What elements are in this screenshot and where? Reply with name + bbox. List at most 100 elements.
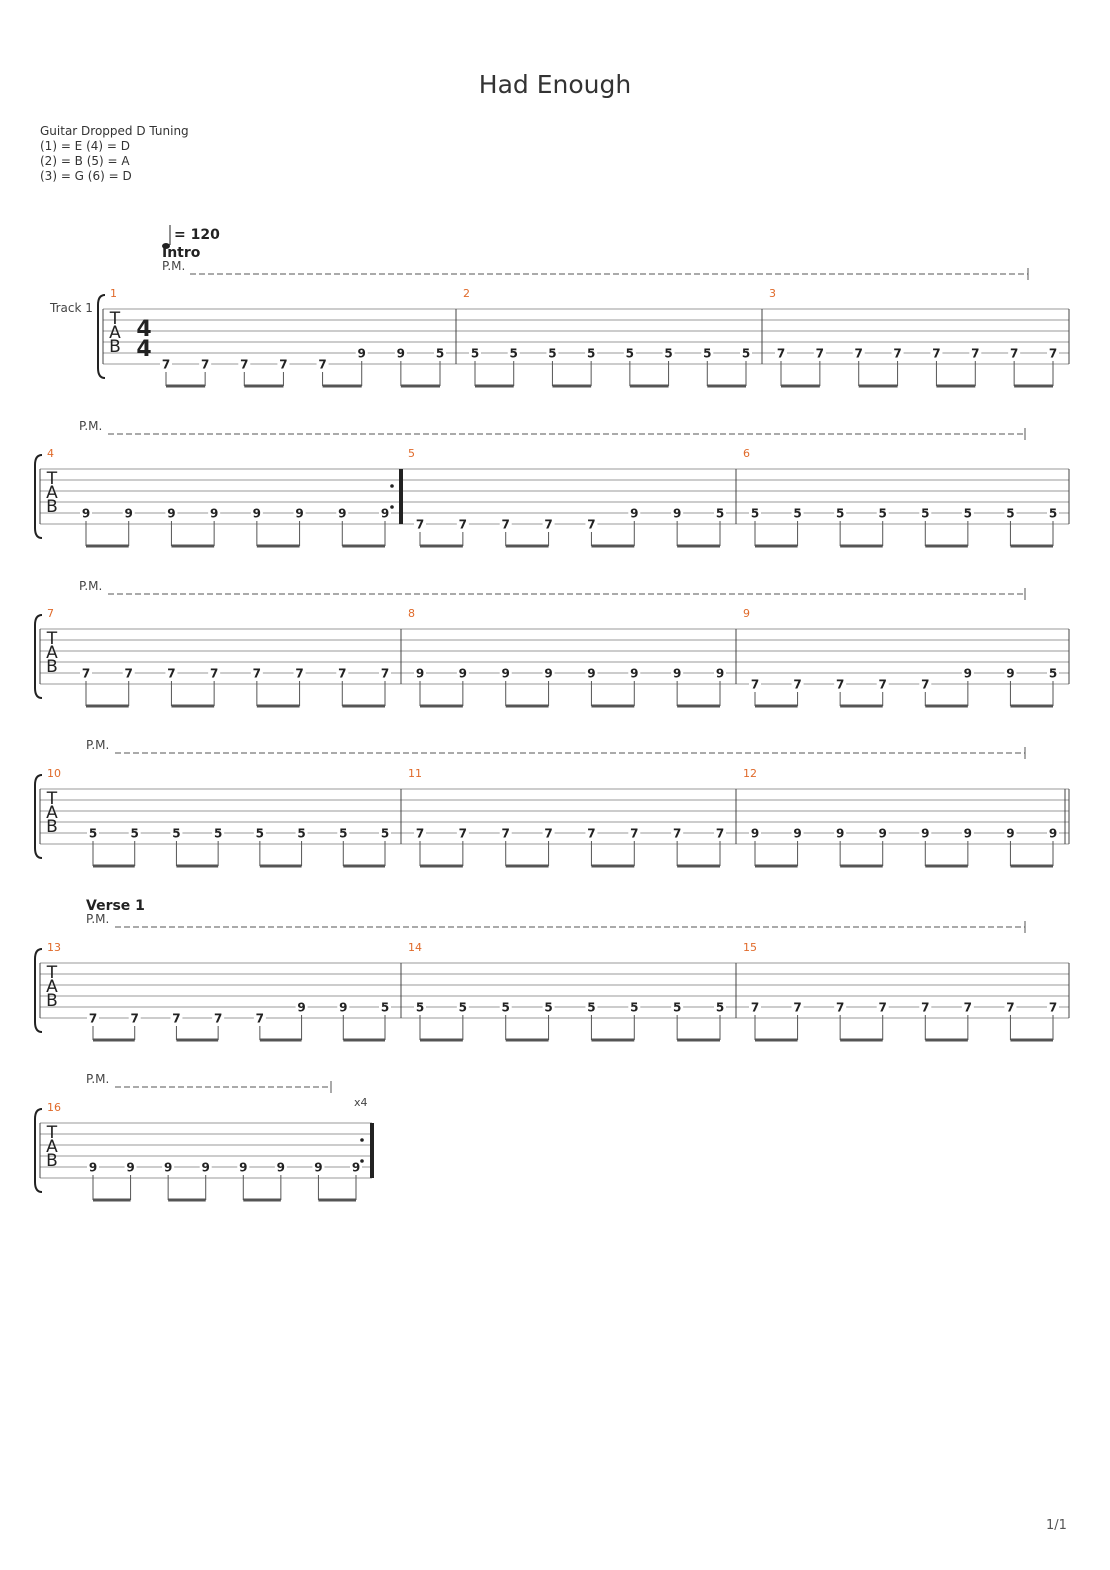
fret-bg xyxy=(170,826,183,839)
fret-bg xyxy=(1004,666,1017,679)
fret-bg xyxy=(355,346,368,359)
fret-bg xyxy=(1008,346,1021,359)
fret-number: 7 xyxy=(416,827,424,841)
fret-number: 5 xyxy=(664,347,672,361)
fret-number: 7 xyxy=(167,667,175,681)
fret-bg xyxy=(160,357,172,370)
fret-number: 7 xyxy=(964,1001,972,1015)
fret-bg xyxy=(337,1000,350,1013)
fret-bg xyxy=(542,1000,555,1013)
fret-bg xyxy=(456,826,469,839)
fret-bg xyxy=(671,1000,684,1013)
fret-number: 9 xyxy=(277,1161,285,1175)
section-marker: Verse 1 xyxy=(86,898,145,914)
measure-number: 4 xyxy=(47,447,54,460)
fret-bg xyxy=(434,346,446,359)
fret-bg xyxy=(1047,666,1059,679)
fret-number: 7 xyxy=(777,347,785,361)
fret-number: 7 xyxy=(318,358,326,372)
tab-clef-letter: A xyxy=(46,803,58,823)
fret-bg xyxy=(1047,826,1059,839)
fret-number: 5 xyxy=(879,507,887,521)
system-bracket xyxy=(34,1108,43,1193)
fret-number: 7 xyxy=(502,827,510,841)
fret-number: 9 xyxy=(416,667,424,681)
fret-number: 7 xyxy=(131,1012,139,1026)
fret-bg xyxy=(394,346,407,359)
fret-bg xyxy=(662,346,675,359)
fret-bg xyxy=(499,517,512,530)
fret-number: 5 xyxy=(626,347,634,361)
fret-number: 9 xyxy=(167,507,175,521)
fret-bg xyxy=(337,826,350,839)
time-signature-top: 4 xyxy=(136,317,151,342)
fret-number: 7 xyxy=(751,1001,759,1015)
fret-bg xyxy=(714,1000,726,1013)
fret-number: 5 xyxy=(673,1001,681,1015)
page-number: 1/1 xyxy=(1046,1518,1067,1533)
fret-bg xyxy=(208,506,221,519)
fret-number: 7 xyxy=(893,347,901,361)
fret-bg xyxy=(212,1011,225,1024)
fret-number: 5 xyxy=(544,1001,552,1015)
tab-clef-letter: A xyxy=(109,323,121,343)
fret-number: 7 xyxy=(214,1012,222,1026)
system-bracket xyxy=(34,454,43,539)
fret-bg xyxy=(208,666,221,679)
fret-number: 7 xyxy=(793,1001,801,1015)
fret-number: 9 xyxy=(793,827,801,841)
fret-number: 7 xyxy=(502,518,510,532)
fret-bg xyxy=(456,1000,469,1013)
fret-bg xyxy=(87,1160,99,1173)
fret-number: 9 xyxy=(125,507,133,521)
fret-number: 5 xyxy=(1049,667,1057,681)
fret-bg xyxy=(969,346,982,359)
fret-bg xyxy=(499,826,512,839)
fret-number: 7 xyxy=(416,518,424,532)
fret-bg xyxy=(162,1160,175,1173)
tab-clef-letter: B xyxy=(109,337,121,357)
fret-bg xyxy=(250,666,263,679)
fret-number: 5 xyxy=(510,347,518,361)
system-bracket xyxy=(34,774,43,859)
tuning-line: (3) = G (6) = D xyxy=(40,169,132,183)
fret-bg xyxy=(585,517,598,530)
repeat-dot xyxy=(390,505,394,509)
fret-number: 9 xyxy=(964,667,972,681)
fret-bg xyxy=(316,357,329,370)
tab-clef-letter: A xyxy=(46,1137,58,1157)
fret-number: 9 xyxy=(297,1001,305,1015)
measure-number: 11 xyxy=(408,767,422,780)
fret-bg xyxy=(961,506,974,519)
fret-bg xyxy=(585,826,598,839)
song-title: Had Enough xyxy=(478,70,632,99)
fret-number: 9 xyxy=(358,347,366,361)
fret-number: 7 xyxy=(921,678,929,692)
fret-bg xyxy=(165,666,178,679)
fret-bg xyxy=(469,346,481,359)
fret-bg xyxy=(714,826,726,839)
fret-number: 7 xyxy=(338,667,346,681)
measure-number: 14 xyxy=(408,941,422,954)
fret-bg xyxy=(122,506,135,519)
fret-bg xyxy=(714,506,726,519)
fret-bg xyxy=(671,506,684,519)
repeat-dot xyxy=(390,484,394,488)
tab-clef-letter: T xyxy=(109,309,121,329)
fret-bg xyxy=(749,506,761,519)
fret-bg xyxy=(628,826,641,839)
fret-number: 9 xyxy=(89,1161,97,1175)
fret-number: 7 xyxy=(836,1001,844,1015)
fret-number: 9 xyxy=(630,507,638,521)
fret-bg xyxy=(671,666,684,679)
system-bracket xyxy=(34,948,43,1033)
fret-number: 9 xyxy=(673,667,681,681)
fret-bg xyxy=(585,666,598,679)
fret-number: 9 xyxy=(381,507,389,521)
measure-number: 15 xyxy=(743,941,757,954)
fret-number: 9 xyxy=(459,667,467,681)
fret-number: 9 xyxy=(314,1161,322,1175)
fret-bg xyxy=(1004,826,1017,839)
measure-number: 7 xyxy=(47,607,54,620)
fret-bg xyxy=(876,1000,889,1013)
